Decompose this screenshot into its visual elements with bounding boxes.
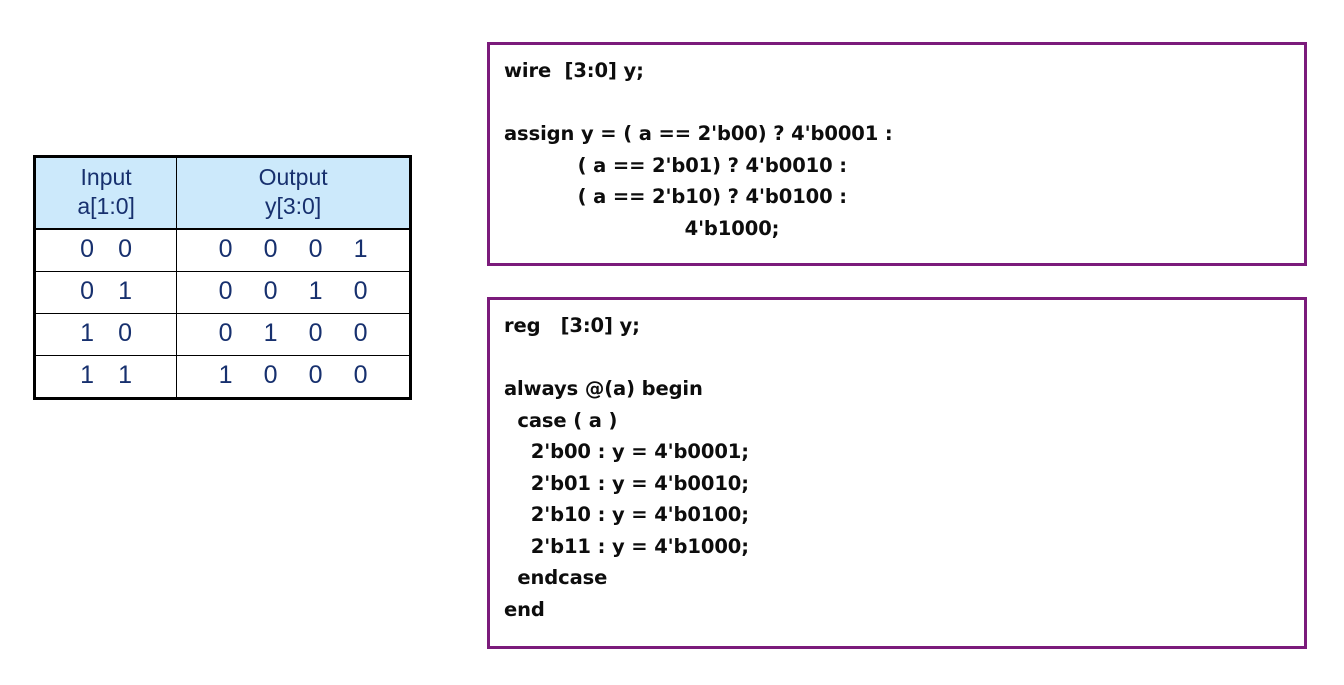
code-text-case: reg [3:0] y; always @(a) begin case ( a … [504,314,749,621]
bit-value: 1 [218,360,233,389]
bit-value: 0 [308,360,323,389]
bit-value: 0 [118,318,133,347]
bit-value: 0 [218,234,233,263]
bit-value: 0 [263,234,278,263]
bit-value: 0 [353,318,368,347]
bit-value: 0 [118,234,133,263]
bit-value: 0 [218,318,233,347]
table-header-output-line2: y[3:0] [264,192,322,219]
table-cell-output: 0 0 0 1 [176,228,411,272]
bit-value: 1 [118,276,133,305]
bit-value: 1 [353,234,368,263]
table-cell-output: 1 0 0 0 [176,354,411,399]
bit-value: 0 [263,276,278,305]
table-header-output-line1: Output [258,164,328,190]
bit-value: 0 [353,276,368,305]
table-header-output: Output y[3:0] [176,156,411,230]
bit-value: 0 [80,234,95,263]
bit-value: 0 [263,360,278,389]
bit-value: 1 [308,276,323,305]
bit-value: 1 [263,318,278,347]
table-header-row: Input a[1:0] Output y[3:0] [33,156,411,230]
bit-value: 0 [218,276,233,305]
bit-value: 1 [80,360,95,389]
bit-value: 1 [80,318,95,347]
code-text-assign: wire [3:0] y; assign y = ( a == 2'b00) ?… [504,59,893,240]
bit-value: 0 [308,318,323,347]
bit-value: 1 [118,360,133,389]
table-cell-output: 0 1 0 0 [176,312,411,356]
table-header-input-line2: a[1:0] [77,192,135,219]
bit-value: 0 [308,234,323,263]
bit-value: 0 [353,360,368,389]
table-header-input-line1: Input [80,164,132,190]
bit-value: 0 [80,276,95,305]
code-block-case: reg [3:0] y; always @(a) begin case ( a … [487,297,1307,649]
table-cell-output: 0 0 1 0 [176,270,411,314]
table-header-input: Input a[1:0] [33,156,178,230]
code-block-assign: wire [3:0] y; assign y = ( a == 2'b00) ?… [487,42,1307,266]
